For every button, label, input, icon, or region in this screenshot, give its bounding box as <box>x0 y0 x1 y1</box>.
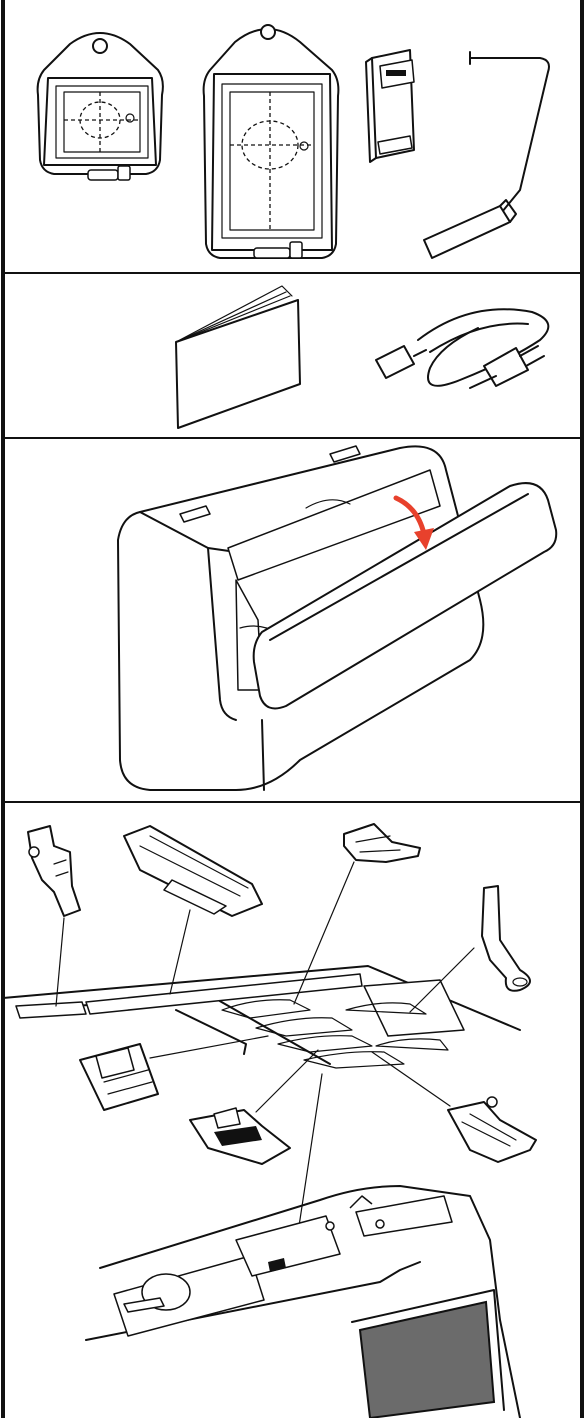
foot-3 <box>344 824 420 862</box>
power-cord <box>376 309 548 388</box>
knee-lifter-bar <box>424 52 549 258</box>
machine-screen <box>352 1290 504 1418</box>
foot-2 <box>124 826 262 916</box>
foot-5 <box>80 1044 158 1110</box>
foot-7 <box>448 1097 536 1162</box>
hoop-holder-block <box>366 50 414 162</box>
foot-4 <box>482 886 530 991</box>
hard-case <box>118 446 556 790</box>
storage-tray <box>3 966 520 1068</box>
foot-6 <box>190 1108 290 1164</box>
foot-1 <box>28 826 80 916</box>
large-embroidery-hoop <box>204 25 339 258</box>
small-embroidery-hoop <box>38 33 163 180</box>
instruction-booklet <box>176 286 300 428</box>
